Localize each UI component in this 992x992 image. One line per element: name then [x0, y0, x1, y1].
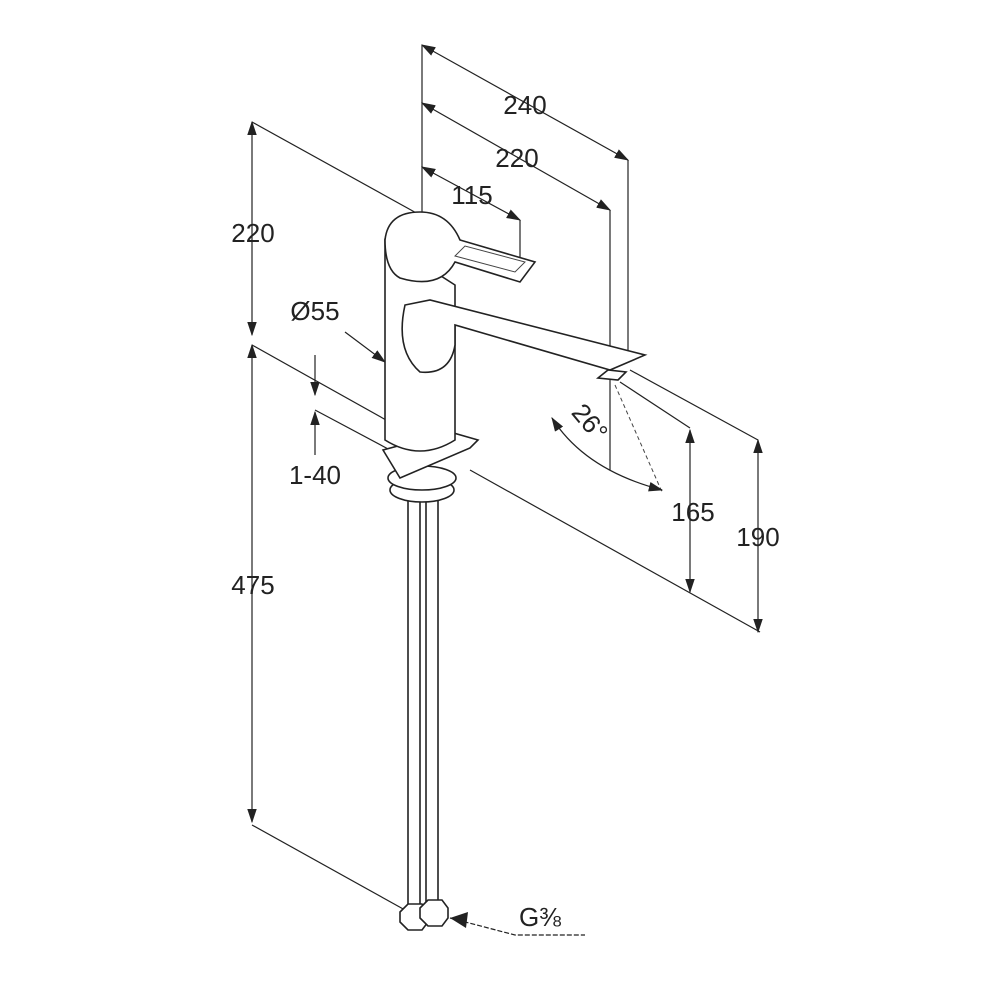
- label-26-degrees: 26°: [566, 398, 614, 447]
- hose-left: [407, 494, 421, 906]
- label-1-40: 1-40: [289, 460, 341, 490]
- label-475: 475: [231, 570, 274, 600]
- label-240: 240: [503, 90, 546, 120]
- label-220-reach: 220: [495, 143, 538, 173]
- label-190: 190: [736, 522, 779, 552]
- dim-115: [420, 166, 522, 221]
- label-115: 115: [451, 180, 492, 210]
- dimension-labels: 240 220 115 220 Ø55 1-40 475 26° 165 190…: [231, 90, 779, 932]
- lever-handle: [384, 211, 537, 283]
- dim-diameter-leader: [344, 331, 386, 363]
- hose-right: [425, 494, 439, 906]
- thread-leader: [449, 917, 585, 936]
- dimension-lines: [247, 44, 763, 936]
- label-220-height: 220: [231, 218, 274, 248]
- faucet-body: [381, 211, 648, 931]
- spout: [401, 299, 648, 374]
- label-diameter: Ø55: [290, 296, 339, 326]
- label-165: 165: [671, 497, 714, 527]
- label-thread: G⅜: [519, 902, 561, 932]
- dim-220-reach: [420, 102, 612, 211]
- dim-angle-arc: [551, 416, 664, 492]
